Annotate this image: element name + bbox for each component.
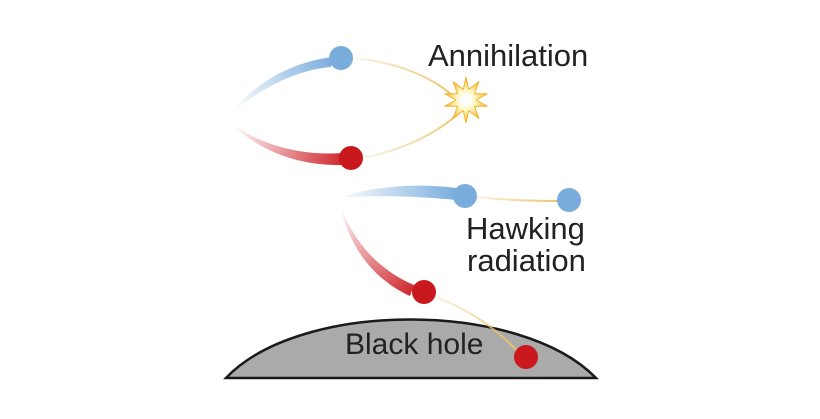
red-trail-upper: [232, 124, 342, 166]
gold-path-red-to-flash: [361, 109, 463, 159]
red-particle-falling-in: [514, 345, 538, 369]
red-particle-upper: [339, 146, 363, 170]
black-hole-label: Black hole: [345, 328, 484, 361]
blue-particle-lower: [453, 184, 477, 208]
hawking-radiation-label-line2: radiation: [467, 243, 586, 278]
blue-trail-lower: [338, 185, 456, 200]
black-hole-dome: [223, 318, 599, 380]
gold-path-into-black-hole: [435, 296, 519, 353]
annihilation-label: Annihilation: [428, 38, 589, 73]
blue-trail-upper: [232, 57, 332, 112]
hawking-radiation-label-line1: Hawking: [466, 211, 585, 246]
starburst-icon: [444, 76, 488, 124]
red-particle-lower: [412, 280, 436, 304]
blue-particle-upper: [329, 46, 353, 70]
gold-path-hawking-escape: [475, 196, 559, 202]
gold-path-blue-to-flash: [351, 57, 453, 96]
blue-particle-escaping: [557, 188, 581, 212]
red-trail-lower: [340, 204, 414, 296]
